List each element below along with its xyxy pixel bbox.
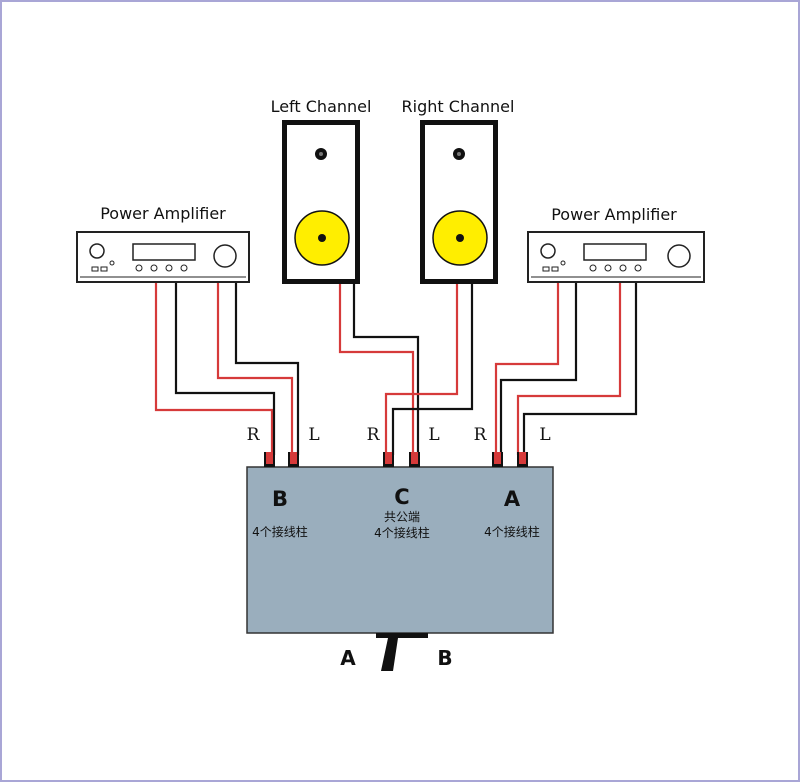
terminal-b-r-red — [266, 452, 273, 464]
speaker-left: Left Channel — [271, 97, 372, 284]
amp-right-label: Power Amplifier — [551, 205, 677, 224]
left-channel-label: Left Channel — [271, 97, 372, 116]
terminal-c-l-red — [411, 452, 418, 464]
terminal-b-l-red — [290, 452, 297, 464]
power-amplifier-left: Power Amplifier — [76, 204, 250, 283]
amp-left-button-4 — [180, 264, 188, 272]
amp-right-display — [583, 243, 647, 261]
amp-left-button-2 — [150, 264, 158, 272]
port-a-desc: 4个接线柱 — [484, 524, 540, 539]
port-c-label: C — [394, 485, 409, 509]
wire-right-speaker-black — [391, 284, 474, 455]
port-c-desc: 4个接线柱 — [374, 525, 430, 540]
wire-amp-right-red-1 — [494, 283, 560, 455]
speaker-left-tweeter-center — [319, 152, 323, 156]
port-b-label: B — [272, 487, 288, 511]
wire-amp-left-red-1 — [154, 283, 274, 455]
terminal-b-r-label: R — [247, 425, 261, 445]
amp-right-button-2 — [604, 264, 612, 272]
toggle-lever[interactable] — [381, 638, 398, 671]
wire-right-speaker-red — [384, 284, 459, 455]
terminal-b-l-label: L — [308, 425, 319, 445]
amp-left-display — [132, 243, 196, 261]
amp-left-label: Power Amplifier — [100, 204, 226, 223]
terminal-a-l-red — [519, 452, 526, 464]
amp-right-button-3 — [619, 264, 627, 272]
wire-amp-left-black-2 — [234, 283, 300, 455]
amp-right-power-knob — [540, 243, 556, 259]
toggle-base — [376, 633, 428, 638]
amp-left-button-3 — [165, 264, 173, 272]
terminal-a-l-label: L — [539, 425, 550, 445]
speaker-right: Right Channel — [402, 97, 515, 284]
amp-right-jack-1 — [542, 266, 550, 272]
port-a-label: A — [504, 487, 521, 511]
amp-right-jack-2 — [551, 266, 559, 272]
switch-box: R L R L R L B 4个接线柱 C 共公端 4个接线柱 A 4个接线柱 … — [246, 425, 554, 671]
amp-left-power-knob — [89, 243, 105, 259]
terminal-a-r-label: R — [474, 425, 488, 445]
wire-left-speaker-black — [352, 284, 420, 455]
power-amplifier-right: Power Amplifier — [527, 205, 705, 283]
amp-left-led — [109, 260, 115, 266]
amp-right-button-4 — [634, 264, 642, 272]
amp-left-button-1 — [135, 264, 143, 272]
switch-box-body — [246, 466, 554, 634]
toggle-label-b: B — [437, 646, 452, 670]
amp-right-volume-knob — [667, 244, 691, 268]
amp-left-jack-1 — [91, 266, 99, 272]
wire-left-speaker-red — [338, 284, 415, 455]
wire-amp-left-black-1 — [174, 283, 276, 455]
port-b-desc: 4个接线柱 — [252, 524, 308, 539]
right-channel-label: Right Channel — [402, 97, 515, 116]
amp-left-volume-knob — [213, 244, 237, 268]
amp-left-jack-2 — [100, 266, 108, 272]
speaker-right-tweeter-center — [457, 152, 461, 156]
amp-right-led — [560, 260, 566, 266]
port-c-sub: 共公端 — [384, 510, 420, 524]
speaker-right-woofer-center — [456, 234, 464, 242]
terminal-c-r-label: R — [367, 425, 381, 445]
terminal-c-r-red — [385, 452, 392, 464]
toggle-label-a: A — [340, 646, 356, 670]
terminal-c-l-label: L — [428, 425, 439, 445]
amp-right-button-1 — [589, 264, 597, 272]
terminal-a-r-red — [494, 452, 501, 464]
wire-amp-right-red-2 — [516, 283, 622, 455]
wire-amp-left-red-2 — [216, 283, 294, 455]
speaker-left-woofer-center — [318, 234, 326, 242]
wires — [154, 283, 638, 455]
wire-amp-right-black-2 — [522, 283, 638, 455]
wire-amp-right-black-1 — [499, 283, 578, 455]
